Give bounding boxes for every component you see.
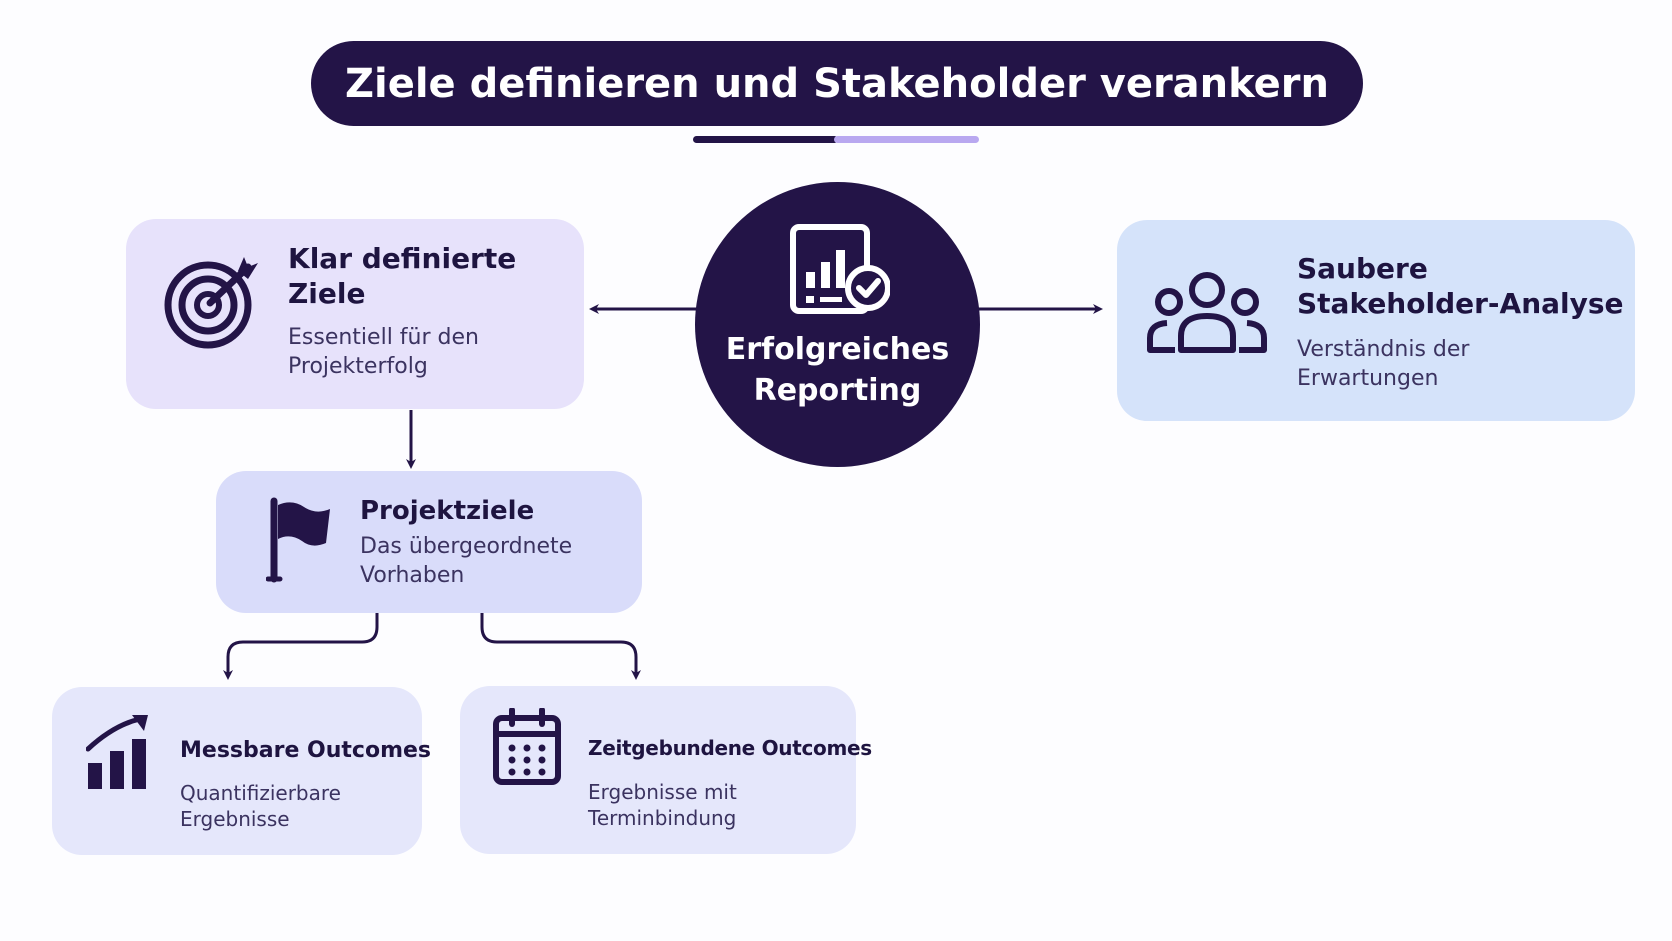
card-subtext: Quantifizierbare Ergebnisse (180, 781, 341, 831)
arrow-projektziele-to-zeit (480, 612, 641, 680)
card-subtext: Verständnis der Erwartungen (1297, 337, 1470, 391)
card-zeitgebundene-outcomes: Zeitgebundene Outcomes Ergebnisse mit Te… (460, 686, 872, 854)
title-underline-dark (693, 136, 838, 143)
card-subtext: Ergebnisse mit Terminbindung (588, 780, 737, 830)
card-heading: Zeitgebundene Outcomes (588, 736, 872, 760)
card-klar-definierte-ziele: Klar definierte Ziele Essentiell für den… (126, 219, 584, 409)
people-icon (1147, 270, 1267, 360)
hub-erfolgreiches-reporting: Erfolgreiches Reporting (695, 182, 980, 467)
target-icon (164, 253, 260, 353)
card-projektziele: Projektziele Das übergeordnete Vorhaben (216, 471, 642, 613)
hub-label: Erfolgreiches Reporting (725, 332, 950, 408)
card-heading: Klar definierte Ziele (288, 242, 517, 310)
page-title: Ziele definieren und Stakeholder veranke… (344, 60, 1330, 107)
card-heading: Projektziele (360, 496, 535, 526)
title-banner: Ziele definieren und Stakeholder veranke… (311, 41, 1363, 126)
flag-icon (265, 497, 336, 587)
card-heading: Saubere Stakeholder-Analyse (1297, 252, 1624, 320)
card-subtext: Essentiell für den Projekterfolg (288, 325, 479, 379)
growth-chart-icon (85, 711, 152, 795)
report-check-icon (790, 224, 891, 320)
title-underline-light (834, 136, 979, 143)
card-messbare-outcomes: Messbare Outcomes Quantifizierbare Ergeb… (52, 687, 431, 855)
card-stakeholder-analyse: Saubere Stakeholder-Analyse Verständnis … (1117, 220, 1635, 421)
card-subtext: Das übergeordnete Vorhaben (360, 534, 573, 588)
arrow-projektziele-to-messbar (223, 612, 379, 680)
calendar-icon (492, 707, 562, 790)
card-heading: Messbare Outcomes (180, 738, 432, 763)
